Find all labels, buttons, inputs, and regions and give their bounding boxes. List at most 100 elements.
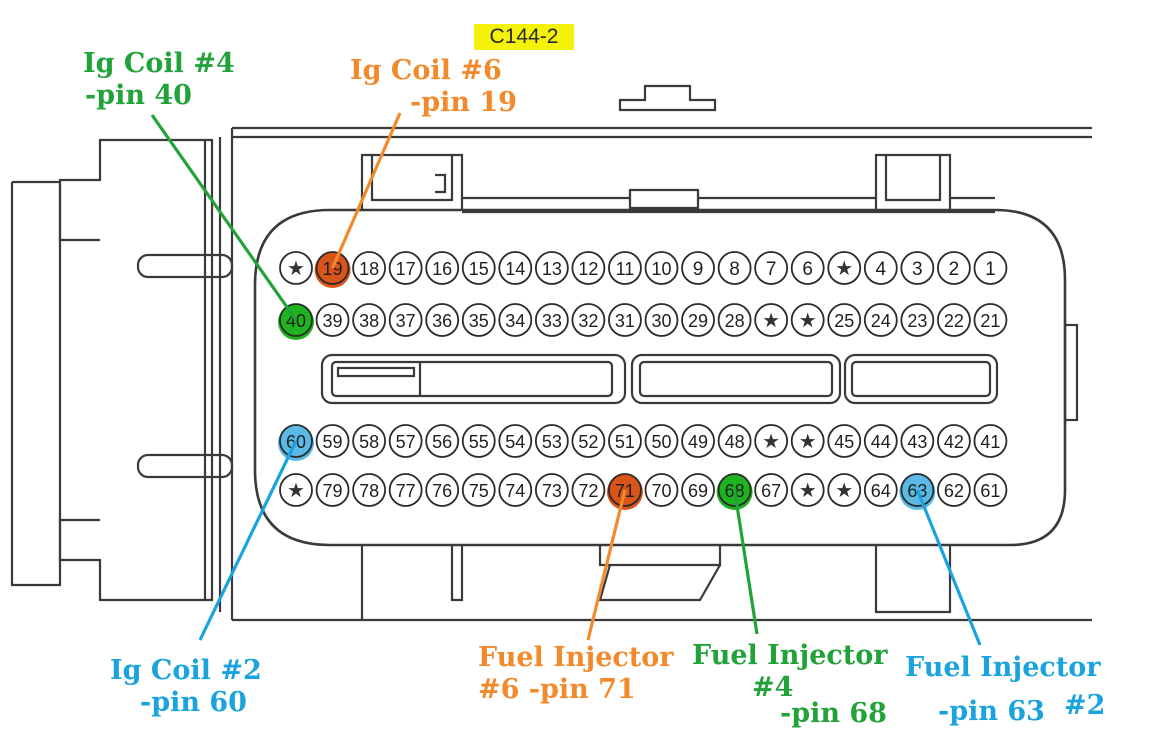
pin-11 — [608, 251, 642, 285]
pin-42 — [937, 424, 971, 458]
connector-housing — [10, 84, 1092, 622]
pin-label-6: 6 — [802, 259, 813, 280]
pin-50 — [644, 424, 679, 458]
pin-69 — [681, 473, 715, 507]
callout-fuel-injector-6: Fuel Injector #6 -pin 71 — [478, 642, 674, 706]
pin-31 — [608, 303, 642, 337]
pin-13 — [534, 251, 569, 285]
pin-label-76: 76 — [432, 481, 452, 501]
pin-label-42: 42 — [944, 432, 964, 452]
pin-74 — [498, 473, 533, 507]
pin-76 — [425, 473, 460, 507]
pin-label-16: 16 — [432, 259, 452, 279]
pin-label-43: 43 — [907, 432, 927, 452]
pin-73 — [534, 473, 569, 507]
pin-label-79: 79 — [323, 481, 343, 501]
pin-52 — [571, 424, 606, 458]
pin-label-41: 41 — [980, 432, 1000, 452]
pin-star-label: ★ — [799, 480, 817, 502]
pin-star-cavity — [827, 251, 862, 285]
pin-highlight-40 — [278, 304, 314, 340]
callout-fuel-injector-4-pin: -pin 68 — [780, 698, 887, 729]
pin-label-25: 25 — [834, 311, 854, 331]
pin-star-cavity — [754, 424, 789, 458]
pin-61 — [973, 473, 1008, 507]
pin-label-56: 56 — [432, 432, 452, 452]
pin-star-label: ★ — [799, 310, 817, 332]
callout-fuel-injector-4-title: Fuel Injector — [692, 640, 888, 671]
pin-label-72: 72 — [578, 481, 598, 501]
pin-label-64: 64 — [871, 481, 891, 501]
pin-57 — [388, 424, 423, 458]
pin-1 — [973, 251, 1008, 285]
pin-24 — [863, 303, 898, 337]
callout-fuel-injector-2-pin: -pin 63 — [938, 696, 1045, 727]
pin-label-15: 15 — [469, 259, 489, 279]
callout-ig-coil-6-title: Ig Coil #6 — [350, 55, 502, 86]
pin-44 — [863, 424, 898, 458]
pin-72 — [571, 473, 606, 507]
pin-70 — [644, 473, 679, 507]
pin-56 — [425, 424, 460, 458]
pin-star-label: ★ — [287, 258, 305, 280]
pin-label-22: 22 — [944, 311, 964, 331]
pin-2 — [937, 251, 971, 285]
pin-label-17: 17 — [396, 259, 416, 279]
pin-label-52: 52 — [578, 432, 598, 452]
pin-68 — [717, 473, 752, 507]
callout-ig-coil-6-pin: -pin 19 — [410, 87, 517, 118]
pin-8 — [717, 251, 752, 285]
pin-label-49: 49 — [688, 432, 708, 452]
pin-label-28: 28 — [725, 311, 745, 331]
pin-58 — [352, 424, 387, 458]
callout-ig-coil-4: Ig Coil #4 -pin 40 — [83, 48, 235, 112]
pin-18 — [352, 251, 387, 285]
pin-label-8: 8 — [729, 259, 740, 280]
pin-label-4: 4 — [876, 259, 887, 280]
pin-label-3: 3 — [912, 259, 923, 280]
leader-ig-coil-6 — [331, 112, 402, 269]
leader-ig-coil-2 — [198, 440, 298, 641]
pin-label-1: 1 — [985, 259, 996, 280]
pin-label-50: 50 — [651, 432, 671, 452]
pin-label-9: 9 — [693, 259, 704, 280]
pin-label-18: 18 — [359, 259, 379, 279]
pin-51 — [608, 424, 642, 458]
pin-3 — [900, 251, 935, 285]
pin-28 — [717, 303, 752, 337]
pin-label-73: 73 — [542, 481, 562, 501]
pin-label-62: 62 — [944, 481, 964, 501]
pin-34 — [498, 303, 533, 337]
leader-ig-coil-4 — [150, 114, 298, 321]
pin-label-13: 13 — [542, 259, 562, 279]
pin-40 — [279, 303, 313, 337]
pin-label-33: 33 — [542, 311, 562, 331]
pin-label-37: 37 — [396, 311, 416, 331]
pin-63 — [900, 473, 935, 507]
pin-star-label: ★ — [835, 258, 853, 280]
pin-59 — [315, 424, 350, 458]
leader-fuel-injector-2 — [915, 489, 982, 646]
pin-4 — [863, 251, 898, 285]
callout-fuel-injector-6-pin: #6 -pin 71 — [478, 674, 636, 705]
pin-55 — [461, 424, 496, 458]
pin-star-cavity — [790, 473, 825, 507]
pin-label-31: 31 — [615, 311, 635, 331]
pin-star-cavity — [827, 473, 862, 507]
callout-ig-coil-4-pin: -pin 40 — [85, 80, 192, 111]
pin-79 — [315, 473, 350, 507]
pin-23 — [900, 303, 935, 337]
pin-71 — [608, 473, 642, 507]
pin-label-23: 23 — [907, 311, 927, 331]
pin-star-cavity — [279, 251, 313, 285]
pin-star-cavity — [790, 303, 825, 337]
leader-fuel-injector-6 — [586, 489, 627, 641]
pin-label-51: 51 — [615, 432, 635, 452]
pin-star-cavity — [754, 303, 789, 337]
pin-35 — [461, 303, 496, 337]
pin-label-53: 53 — [542, 432, 562, 452]
callout-ig-coil-2-pin: -pin 60 — [140, 687, 247, 718]
callout-fuel-injector-6-title: Fuel Injector — [478, 642, 674, 673]
pin-48 — [717, 424, 752, 458]
